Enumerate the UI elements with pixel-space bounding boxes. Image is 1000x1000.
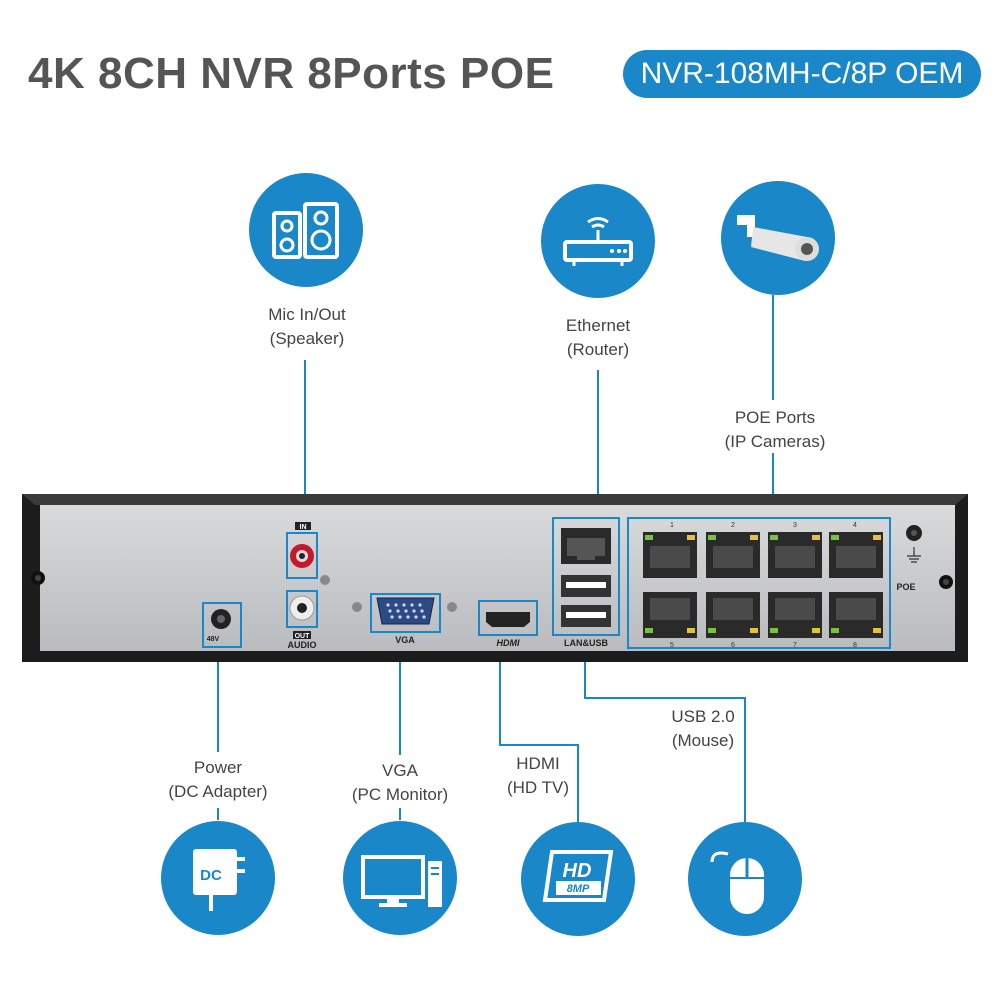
speaker-icon xyxy=(249,173,363,287)
callout-power-sub: (DC Adapter) xyxy=(168,782,268,801)
hd-text: HD xyxy=(563,860,592,882)
label-in: IN xyxy=(300,524,307,531)
port-number: 4 xyxy=(853,522,857,529)
model-badge: NVR-108MH-C/8P OEM xyxy=(623,50,981,98)
callout-usb: USB 2.0 (Mouse) xyxy=(628,705,778,753)
label-hdmi: HDMI xyxy=(497,638,520,648)
callout-hdmi-title: HDMI xyxy=(516,754,560,773)
port-number: 3 xyxy=(793,522,797,529)
label-vga: VGA xyxy=(395,635,415,645)
callout-vga-title: VGA xyxy=(382,761,418,780)
product-title: 4K 8CH NVR 8Ports POE xyxy=(28,49,555,98)
callout-usb-title: USB 2.0 xyxy=(671,707,735,726)
dc-text: DC xyxy=(200,867,222,884)
callout-poe-sub: (IP Cameras) xyxy=(724,432,826,451)
callout-ethernet: Ethernet (Router) xyxy=(523,314,673,362)
dc-adapter-icon: DC xyxy=(161,821,275,935)
callout-poe-title: POE Ports xyxy=(734,408,816,427)
pc-monitor-icon xyxy=(343,821,457,935)
callout-mic: Mic In/Out (Speaker) xyxy=(232,303,382,351)
callout-hdmi: HDMI (HD TV) xyxy=(463,752,613,800)
port-number: 2 xyxy=(731,522,735,529)
callout-mic-sub: (Speaker) xyxy=(269,329,345,348)
label-lan-usb: LAN&USB xyxy=(564,638,608,648)
port-number: 1 xyxy=(670,522,674,529)
mp-text: 8MP xyxy=(567,883,590,895)
mouse-icon xyxy=(688,822,802,936)
callout-mic-title: Mic In/Out xyxy=(268,305,346,324)
ip-camera-icon xyxy=(721,181,835,295)
callout-ethernet-title: Ethernet xyxy=(565,316,631,335)
label-poe: POE xyxy=(896,582,915,592)
port-number: 6 xyxy=(731,642,735,649)
port-number: 5 xyxy=(670,642,674,649)
callout-power-title: Power xyxy=(193,758,243,777)
port-number: 8 xyxy=(853,642,857,649)
router-icon xyxy=(541,184,655,298)
nvr-rear-panel: IN OUT AUDIO VGA HDMI LAN&USB POE 48V 1 … xyxy=(22,494,968,662)
hd-tv-icon: HD 8MP xyxy=(521,822,635,936)
label-out: OUT xyxy=(295,633,311,640)
callout-usb-sub: (Mouse) xyxy=(671,731,735,750)
callout-power: Power (DC Adapter) xyxy=(143,756,293,804)
callout-ethernet-sub: (Router) xyxy=(566,340,630,359)
callout-vga-sub: (PC Monitor) xyxy=(351,785,449,804)
callout-hdmi-sub: (HD TV) xyxy=(506,778,569,797)
poe-ports xyxy=(643,532,883,638)
label-dc: 48V xyxy=(207,636,220,643)
callout-poe: POE Ports (IP Cameras) xyxy=(700,406,850,454)
callout-vga: VGA (PC Monitor) xyxy=(325,759,475,807)
label-audio: AUDIO xyxy=(288,640,317,650)
port-number: 7 xyxy=(793,642,797,649)
